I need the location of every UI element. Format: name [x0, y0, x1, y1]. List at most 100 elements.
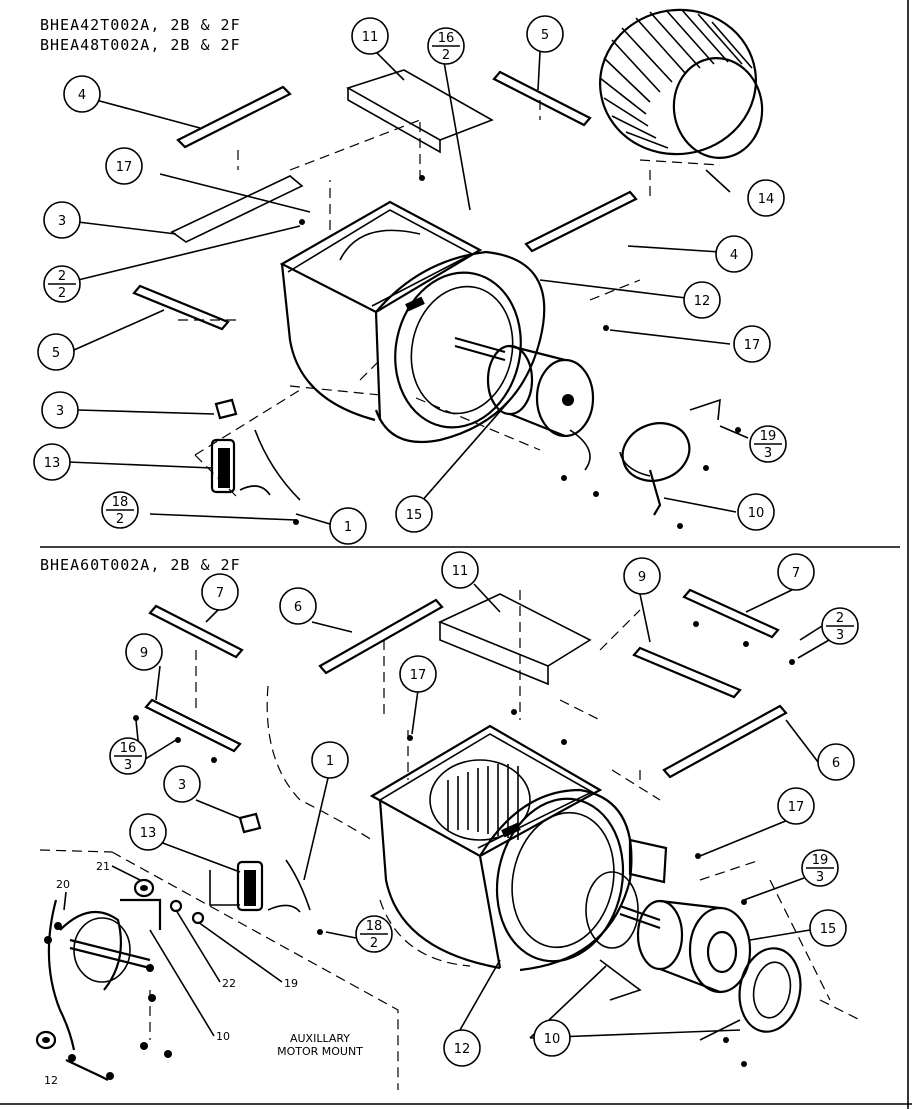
svg-text:7: 7 [792, 566, 800, 581]
blower-wheel-14 [599, 8, 764, 159]
callout-2-3: 23 [821, 607, 859, 645]
motor-mount-10b [599, 947, 802, 1041]
svg-text:19: 19 [760, 429, 777, 444]
svg-text:15: 15 [820, 922, 837, 937]
cutoff-plate-11 [346, 69, 494, 141]
svg-text:12: 12 [694, 294, 711, 309]
aux-label-10: 10 [216, 1030, 230, 1043]
header-model-line2: BHEA48T002A, 2B & 2F [40, 36, 241, 54]
svg-text:3: 3 [816, 870, 824, 885]
callout-4a: 4 [63, 75, 101, 113]
aux-labels: 21 20 22 19 10 AUXILLARY MOTOR MOUNT 12 [44, 860, 363, 1087]
callout-7b: 7 [777, 553, 815, 591]
capacitor-13b [209, 812, 311, 913]
svg-text:18: 18 [112, 495, 129, 510]
svg-text:3: 3 [58, 214, 66, 229]
callout-19-3b: 193 [801, 849, 839, 887]
svg-text:17: 17 [116, 160, 133, 175]
svg-text:6: 6 [832, 756, 840, 771]
callout-12b: 12 [443, 1029, 481, 1067]
aux-title-line2: MOTOR MOUNT [277, 1045, 363, 1058]
callout-12a: 12 [683, 281, 721, 319]
svg-text:17: 17 [788, 800, 805, 815]
svg-text:1: 1 [344, 520, 352, 535]
svg-text:2: 2 [370, 936, 378, 951]
svg-text:5: 5 [541, 28, 549, 43]
top-assembly [132, 8, 764, 529]
callout-4b: 4 [715, 235, 753, 273]
svg-text:2: 2 [836, 611, 844, 626]
callout-3b: 3 [41, 391, 79, 429]
aux-label-21: 21 [96, 860, 110, 873]
svg-text:2: 2 [58, 286, 66, 301]
blower-housing-bottom [369, 724, 633, 972]
svg-text:3: 3 [178, 778, 186, 793]
callout-6b: 6 [817, 743, 855, 781]
aux-label-19: 19 [284, 977, 298, 990]
callout-14: 14 [747, 179, 785, 217]
callout-13b: 13 [129, 813, 167, 851]
svg-text:4: 4 [730, 248, 738, 263]
callout-2-2: 22 [43, 265, 81, 303]
svg-text:5: 5 [52, 346, 60, 361]
callout-16-2: 162 [427, 27, 465, 65]
callout-11: 11 [351, 17, 389, 55]
plate-6-right [662, 704, 788, 779]
bracket-9-left [144, 698, 242, 753]
svg-text:2: 2 [116, 512, 124, 527]
motor-mount-10 [619, 398, 721, 516]
bracket-9-right [632, 646, 742, 699]
callout-15b: 15 [809, 909, 847, 947]
bottom-assembly [35, 588, 861, 1090]
callout-1b: 1 [311, 741, 349, 779]
svg-text:2: 2 [442, 48, 450, 63]
plate-5-left [132, 284, 230, 331]
svg-text:4: 4 [78, 88, 86, 103]
callout-19-3a: 193 [749, 425, 787, 463]
svg-text:19: 19 [812, 853, 829, 868]
svg-text:7: 7 [216, 586, 224, 601]
callout-13a: 13 [33, 443, 71, 481]
plate-6-top [318, 598, 444, 675]
svg-text:12: 12 [454, 1042, 471, 1057]
motor-15 [454, 336, 595, 471]
svg-text:3: 3 [836, 628, 844, 643]
callout-3a: 3 [43, 201, 81, 239]
callout-1a: 1 [329, 507, 367, 545]
aux-label-20: 20 [56, 878, 70, 891]
blower-housing-top [279, 200, 546, 444]
callout-3c: 3 [163, 765, 201, 803]
plate-7-right [682, 588, 780, 639]
svg-text:13: 13 [44, 456, 61, 471]
callout-6a: 6 [279, 587, 317, 625]
svg-text:9: 9 [638, 570, 646, 585]
svg-text:18: 18 [366, 919, 383, 934]
svg-text:15: 15 [406, 508, 423, 523]
aux-title-line1: AUXILLARY [290, 1032, 350, 1045]
aux-label-22: 22 [222, 977, 236, 990]
callout-5b: 5 [37, 333, 75, 371]
svg-text:10: 10 [544, 1032, 561, 1047]
svg-text:1: 1 [326, 754, 334, 769]
svg-text:9: 9 [140, 646, 148, 661]
callout-18-2b: 182 [355, 915, 393, 953]
auxiliary-motor-mount [35, 849, 399, 1090]
svg-text:17: 17 [744, 338, 761, 353]
callout-10b: 10 [533, 1019, 571, 1057]
callout-7a: 7 [201, 573, 239, 611]
callout-18-2a: 182 [101, 491, 139, 529]
svg-text:2: 2 [58, 269, 66, 284]
cutoff-plate-11b [438, 593, 592, 667]
svg-text:6: 6 [294, 600, 302, 615]
svg-text:13: 13 [140, 826, 157, 841]
callout-17b: 17 [733, 325, 771, 363]
callout-17c: 17 [399, 655, 437, 693]
callouts-bottom: 11 9 7 7 6 9 23 17 163 1 3 6 13 17 193 1… [109, 551, 859, 1067]
svg-text:10: 10 [748, 506, 765, 521]
capacitor-13 [210, 398, 301, 501]
plate-4-right [524, 190, 638, 253]
svg-text:3: 3 [124, 758, 132, 773]
plate-5-top [492, 70, 592, 127]
svg-text:3: 3 [56, 404, 64, 419]
callout-15a: 15 [395, 495, 433, 533]
